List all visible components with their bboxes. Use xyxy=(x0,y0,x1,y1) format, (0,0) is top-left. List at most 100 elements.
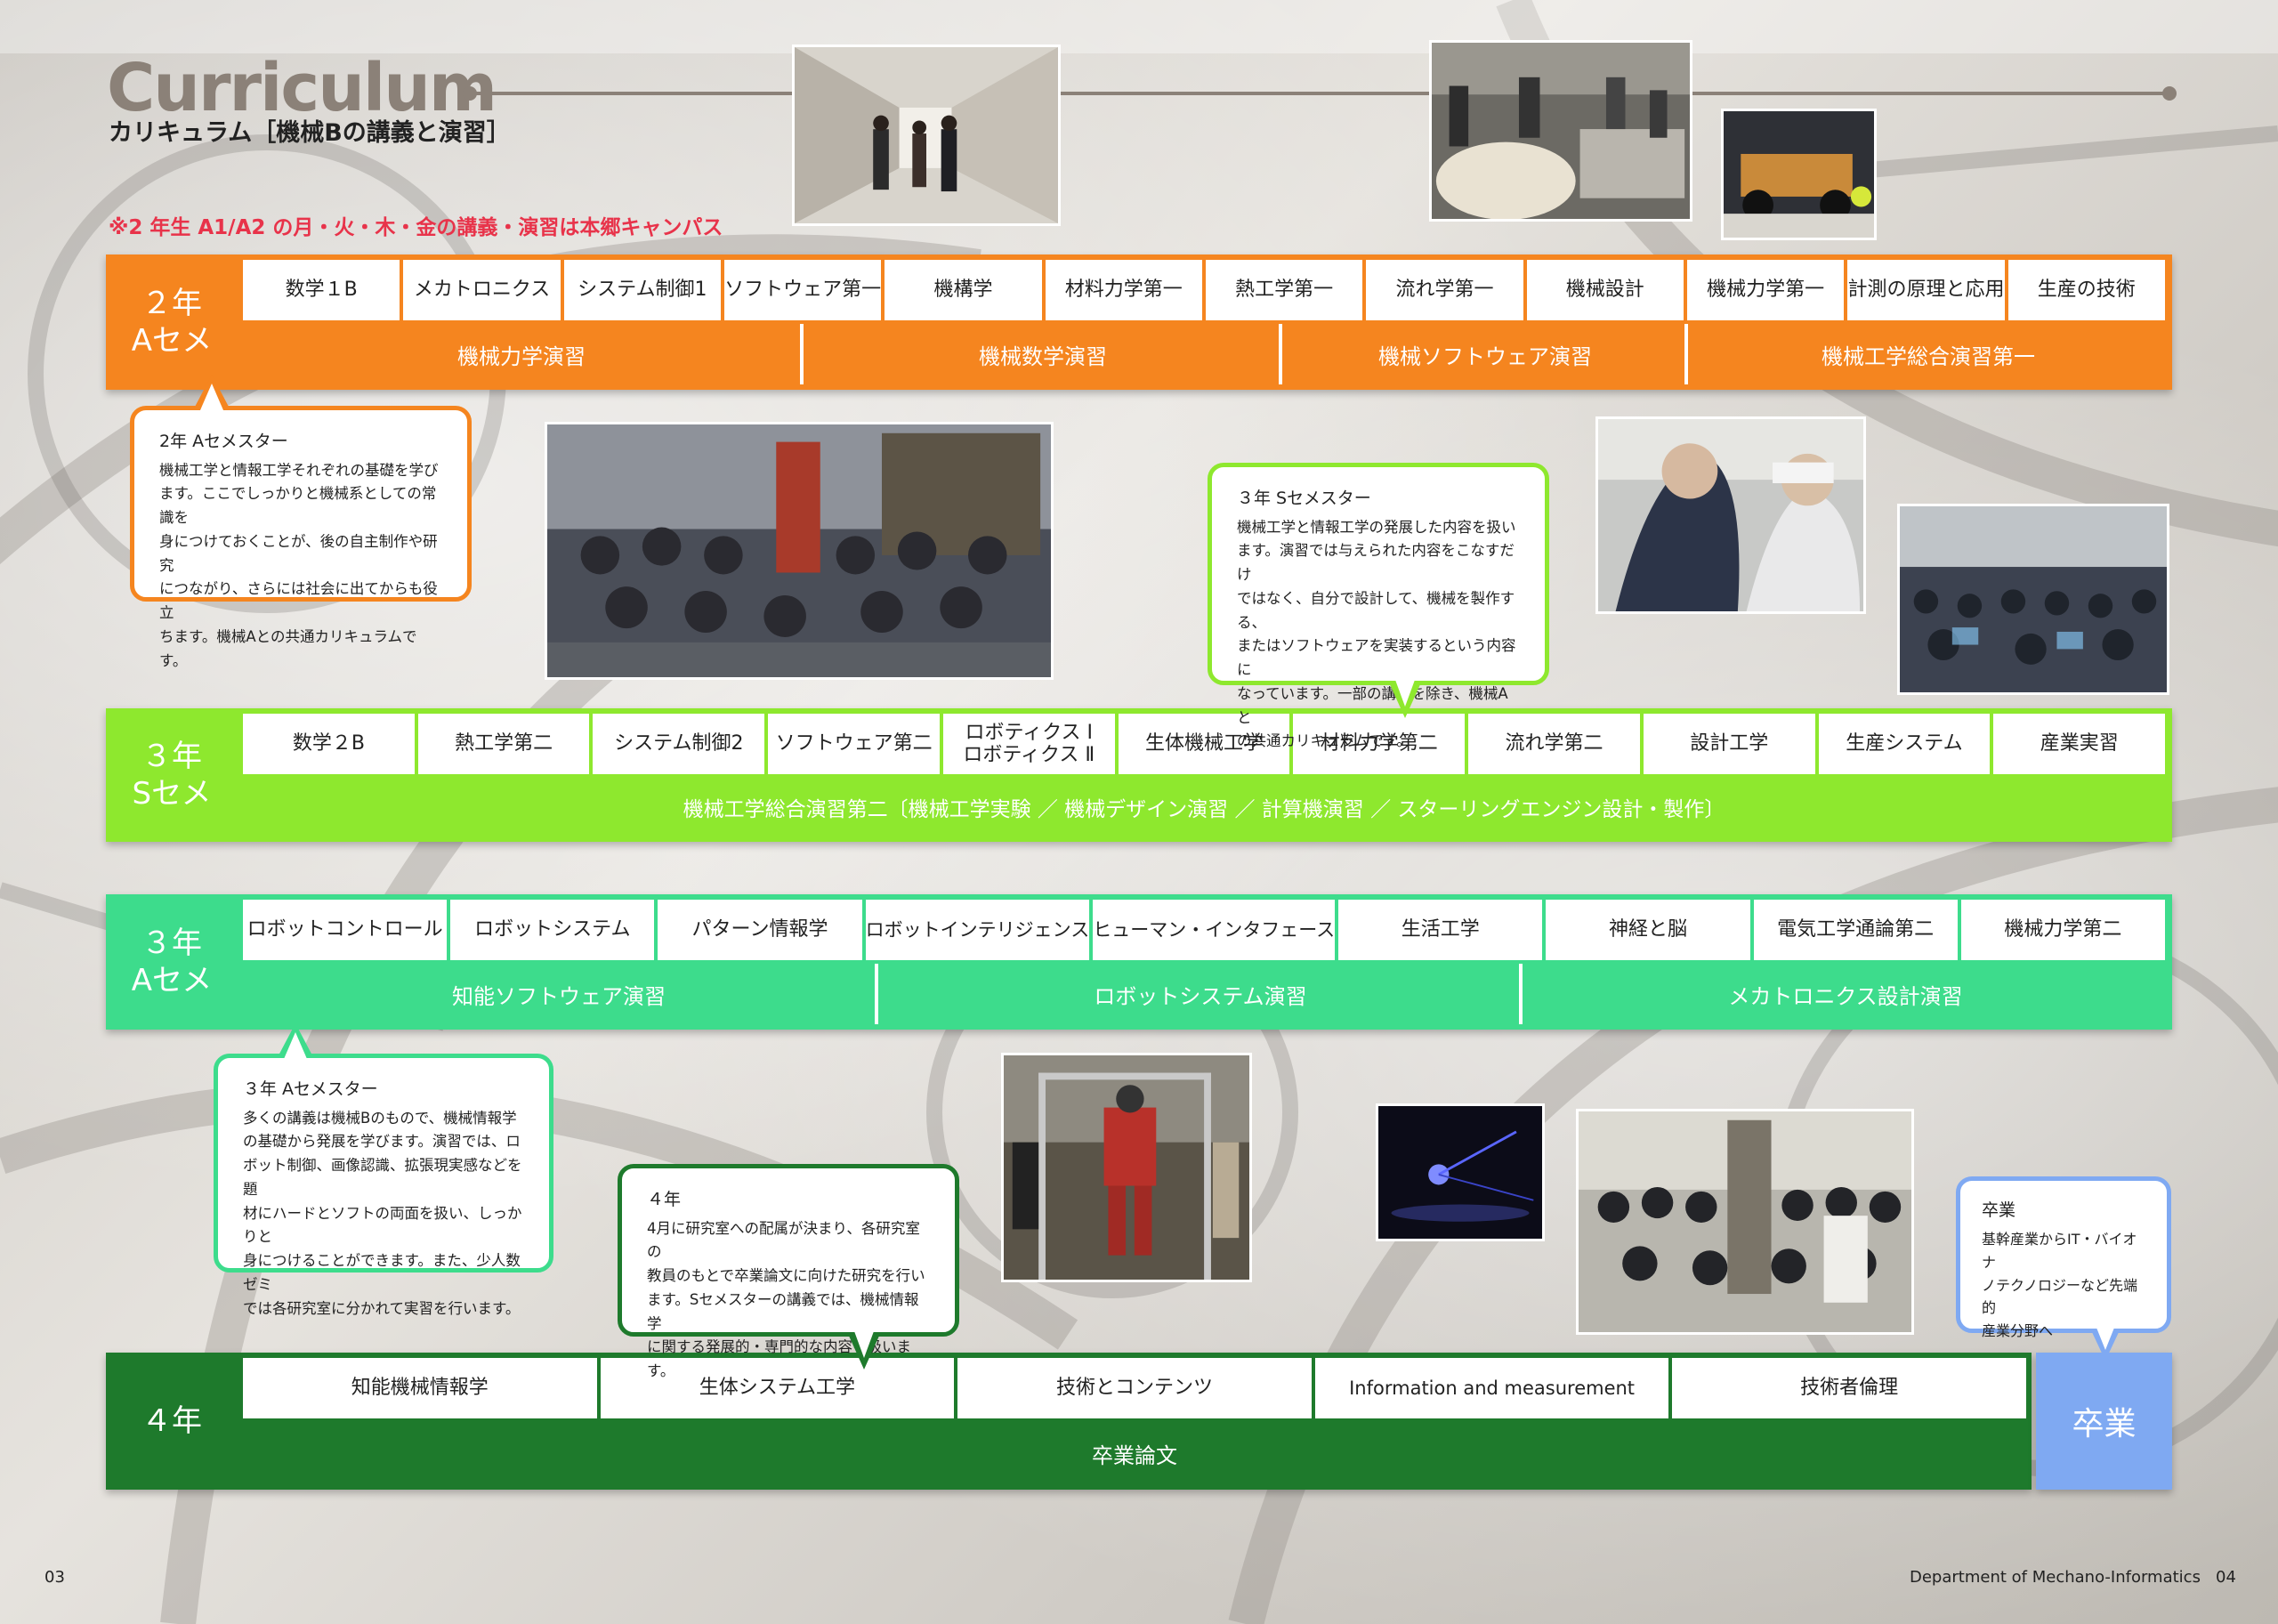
bubble-heading: ３年 Aセメスター xyxy=(243,1079,378,1099)
bubble-line: 多くの講義は機械Bのもので、機械情報学 xyxy=(243,1109,517,1127)
photo-group-robots xyxy=(545,422,1054,680)
course-cell[interactable]: ロボットコントロール xyxy=(243,900,448,960)
bubble-year3-a-tail-inner xyxy=(284,1032,307,1059)
course-cell[interactable]: 計測の原理と応用 xyxy=(1847,260,2005,320)
course-cell[interactable]: 数学１B xyxy=(243,260,400,320)
course-cell[interactable]: ロボットインテリジェンス xyxy=(865,900,1090,960)
course-cell[interactable]: 電気工学通論第二 xyxy=(1753,900,1958,960)
course-cell[interactable]: システム制御2 xyxy=(593,714,765,774)
row-year4-year: ４年 xyxy=(141,1402,202,1439)
bubble-year2-a-tail-inner xyxy=(200,384,223,410)
course-cell[interactable]: 設計工学 xyxy=(1643,714,1815,774)
department-name: Department of Mechano-Informatics xyxy=(1910,1568,2201,1587)
bubble-line: 身につけることができます。また、少人数ゼミ xyxy=(243,1252,521,1293)
graduation-box: 卒業 xyxy=(2036,1353,2172,1490)
course-cell[interactable]: ロボティクス Ⅰ ロボティクス Ⅱ xyxy=(942,714,1115,774)
course-cell[interactable]: 知能機械情報学 xyxy=(243,1358,597,1418)
course-cell[interactable]: ソフトウェア第一 xyxy=(723,260,882,320)
course-cell[interactable]: 流れ学第二 xyxy=(1468,714,1640,774)
exercise-segment[interactable]: メカトロニクス設計演習 xyxy=(1526,964,2165,1024)
bubble-heading: ４年 xyxy=(647,1190,682,1209)
bubble-line: 身につけておくことが、後の自主制作や研究 xyxy=(159,532,438,574)
row-year4: ４年 知能機械情報学 生体システム工学 技術とコンテンツ Information… xyxy=(106,1353,2032,1490)
exercise-segment[interactable]: ロボットシステム演習 xyxy=(882,964,1523,1024)
photo-students-corridor xyxy=(792,44,1061,226)
row-year3-a-semester: Aセメ xyxy=(131,963,213,998)
exercise-segment[interactable]: 知能ソフトウェア演習 xyxy=(243,964,878,1024)
row-year4-label: ４年 xyxy=(106,1353,238,1490)
bubble-line: またはソフトウェアを実装するという内容に xyxy=(1237,637,1516,679)
title-rule xyxy=(470,92,2166,95)
course-cell[interactable]: 機械力学第二 xyxy=(1960,900,2165,960)
exercise-segment[interactable]: 機械工学総合演習第二〔機械工学実験 ／ 機械デザイン演習 ／ 計算機演習 ／ ス… xyxy=(243,778,2165,836)
course-cell[interactable]: 材料力学第一 xyxy=(1045,260,1202,320)
bubble-line: なっています。一部の講義を除き、機械Aと xyxy=(1237,684,1508,726)
course-cell[interactable]: 技術者倫理 xyxy=(1672,1358,2026,1418)
course-cell[interactable]: 数学２B xyxy=(243,714,415,774)
course-cell[interactable]: 生活工学 xyxy=(1338,900,1543,960)
bubble-line: ます。演習では与えられた内容をこなすだけ xyxy=(1237,542,1515,584)
bubble-year4: ４年 4月に研究室への配属が決まり、各研究室の 教員のもとで卒業論文に向けた研究… xyxy=(618,1164,959,1379)
bubble-year2-a: 2年 Aセメスター 機械工学と情報工学それぞれの基礎を学び ます。ここでしっかり… xyxy=(130,406,472,669)
course-cell[interactable]: ソフトウェア第二 xyxy=(768,714,940,774)
course-cell[interactable]: 熱工学第一 xyxy=(1205,260,1363,320)
course-cell[interactable]: 生産の技術 xyxy=(2007,260,2165,320)
row-year2-a-exercises: 機械力学演習 機械数学演習 機械ソフトウェア演習 機械工学総合演習第一 xyxy=(243,324,2165,384)
exercise-segment[interactable]: 機械力学演習 xyxy=(243,324,804,384)
row-year2-a-semester: Aセメ xyxy=(131,323,213,359)
course-cell[interactable]: パターン情報学 xyxy=(658,900,862,960)
course-cell[interactable]: 産業実習 xyxy=(1993,714,2166,774)
row-year2-a-year: ２年 xyxy=(141,285,202,321)
photo-classroom-laptops xyxy=(1897,504,2169,695)
course-cell[interactable]: 生体システム工学 xyxy=(600,1358,955,1418)
course-cell[interactable]: 流れ学第一 xyxy=(1366,260,1523,320)
course-cell[interactable]: 神経と脳 xyxy=(1546,900,1750,960)
bubble-line: 機械工学と情報工学の発展した内容を扱い xyxy=(1237,518,1516,536)
course-cell[interactable]: ロボットシステム xyxy=(450,900,655,960)
campus-note: ※2 年生 A1/A2 の月・火・木・金の講義・演習は本郷キャンパス xyxy=(109,216,723,239)
course-cell[interactable]: 機構学 xyxy=(885,260,1042,320)
course-cell[interactable]: 生体機械工学 xyxy=(1118,714,1290,774)
course-cell[interactable]: 熱工学第二 xyxy=(417,714,590,774)
course-cell[interactable]: メカトロニクス xyxy=(403,260,561,320)
course-cell[interactable]: 生産システム xyxy=(1818,714,1991,774)
row-year2-a: ２年 Aセメ 数学１B メカトロニクス システム制御1 ソフトウェア第一 機構学… xyxy=(106,255,2172,390)
exercise-segment[interactable]: 機械数学演習 xyxy=(807,324,1282,384)
row-year2-a-label: ２年 Aセメ xyxy=(106,255,238,390)
course-cell[interactable]: ヒューマン・インタフェース xyxy=(1093,900,1336,960)
exercise-segment[interactable]: 機械工学総合演習第一 xyxy=(1692,324,2165,384)
course-cell[interactable]: 機械設計 xyxy=(1526,260,1684,320)
course-cell[interactable]: Information and measurement xyxy=(1314,1358,1669,1418)
bubble-line: 材にハードとソフトの両面を扱い、しっかりと xyxy=(243,1204,522,1246)
row-year3-a: ３年 Aセメ ロボットコントロール ロボットシステム パターン情報学 ロボットイ… xyxy=(106,894,2172,1030)
bubble-line: ます。Sセメスターの講義では、機械情報学 xyxy=(647,1290,919,1332)
course-cell[interactable]: システム制御1 xyxy=(563,260,721,320)
photo-lab-experiment xyxy=(1429,40,1692,222)
row-year3-a-exercises: 知能ソフトウェア演習 ロボットシステム演習 メカトロニクス設計演習 xyxy=(243,964,2165,1024)
exercise-segment[interactable]: 機械ソフトウェア演習 xyxy=(1286,324,1688,384)
course-cell[interactable]: 材料力学第二 xyxy=(1293,714,1466,774)
photo-robot-car xyxy=(1721,109,1877,240)
bubble-graduation: 卒業 基幹産業からIT・バイオナ ノテクノロジーなど先端的 産業分野へ xyxy=(1956,1176,2171,1339)
bubble-line: ボット制御、画像認識、拡張現実感などを題 xyxy=(243,1157,522,1198)
course-cell[interactable]: 技術とコンテンツ xyxy=(957,1358,1312,1418)
row-year2-a-courses: 数学１B メカトロニクス システム制御1 ソフトウェア第一 機構学 材料力学第一… xyxy=(243,260,2165,320)
bubble-line: の共通カリキュラムです。 xyxy=(1237,732,1411,750)
page-title: Curriculum xyxy=(107,50,497,126)
row-year3-s-courses: 数学２B 熱工学第二 システム制御2 ソフトウェア第二 ロボティクス Ⅰ ロボテ… xyxy=(243,714,2166,774)
course-cell[interactable]: 機械力学第一 xyxy=(1686,260,1845,320)
bubble-line: ます。ここでしっかりと機械系としての常識を xyxy=(159,485,437,527)
row-year4-thesis: 卒業論文 xyxy=(243,1422,2026,1484)
row-year3-a-label: ３年 Aセメ xyxy=(106,894,238,1030)
row-year3-a-year: ３年 xyxy=(141,925,202,961)
photo-lab-group xyxy=(1576,1109,1914,1335)
bubble-line: 教員のもとで卒業論文に向けた研究を行い xyxy=(647,1267,925,1285)
bubble-year3-s-tail-inner xyxy=(1395,680,1415,707)
bubble-line: 4月に研究室への配属が決まり、各研究室の xyxy=(647,1219,920,1261)
row-year3-s-semester: Sセメ xyxy=(132,776,212,812)
bubble-line: 機械工学と情報工学それぞれの基礎を学び xyxy=(159,461,439,479)
bubble-line: につながり、さらには社会に出てからも役立 xyxy=(159,580,438,622)
bubble-line: の基礎から発展を学びます。演習では、ロ xyxy=(243,1133,521,1151)
bubble-line: 基幹産業からIT・バイオナ xyxy=(1982,1230,2137,1271)
thesis-segment[interactable]: 卒業論文 xyxy=(243,1422,2026,1484)
